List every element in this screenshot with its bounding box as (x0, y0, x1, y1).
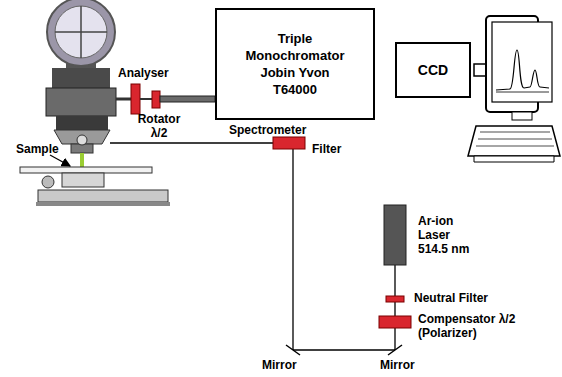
analyser-label: Analyser (118, 66, 169, 80)
microscope (20, 0, 170, 206)
computer (468, 16, 560, 162)
compensator-element (379, 316, 411, 328)
neutral-filter-element (386, 296, 404, 302)
mirror-symbol (388, 345, 402, 355)
mirror-symbol (286, 345, 300, 355)
laser-tube (384, 205, 406, 265)
spectrometer-box: Triple Monochromator Jobin Yvon T64000Sp… (215, 8, 375, 120)
analyser-element (131, 84, 140, 114)
spectrometer-name: Spectrometer (229, 123, 306, 137)
mirror-label: Mirror (380, 358, 415, 372)
fiber-tube (160, 96, 215, 102)
neutral-filter-label: Neutral Filter (414, 291, 488, 305)
mirror-label: Mirror (262, 358, 297, 372)
ccd-box-text: CCD (403, 61, 463, 79)
sample-label: Sample (16, 142, 59, 156)
beam-path (110, 143, 395, 350)
laser-label: Ar-ion Laser 514.5 nm (418, 214, 480, 256)
filter-label: Filter (312, 142, 341, 156)
rotator-element (152, 91, 160, 108)
spectrometer-box-text: Triple Monochromator Jobin Yvon T64000 (239, 30, 351, 98)
filter-element (273, 137, 305, 149)
rotator-label: Rotator λ/2 (135, 112, 183, 140)
ccd-box: CCD (395, 42, 471, 98)
compensator-label: Compensator λ/2 (Polarizer) (418, 312, 536, 340)
